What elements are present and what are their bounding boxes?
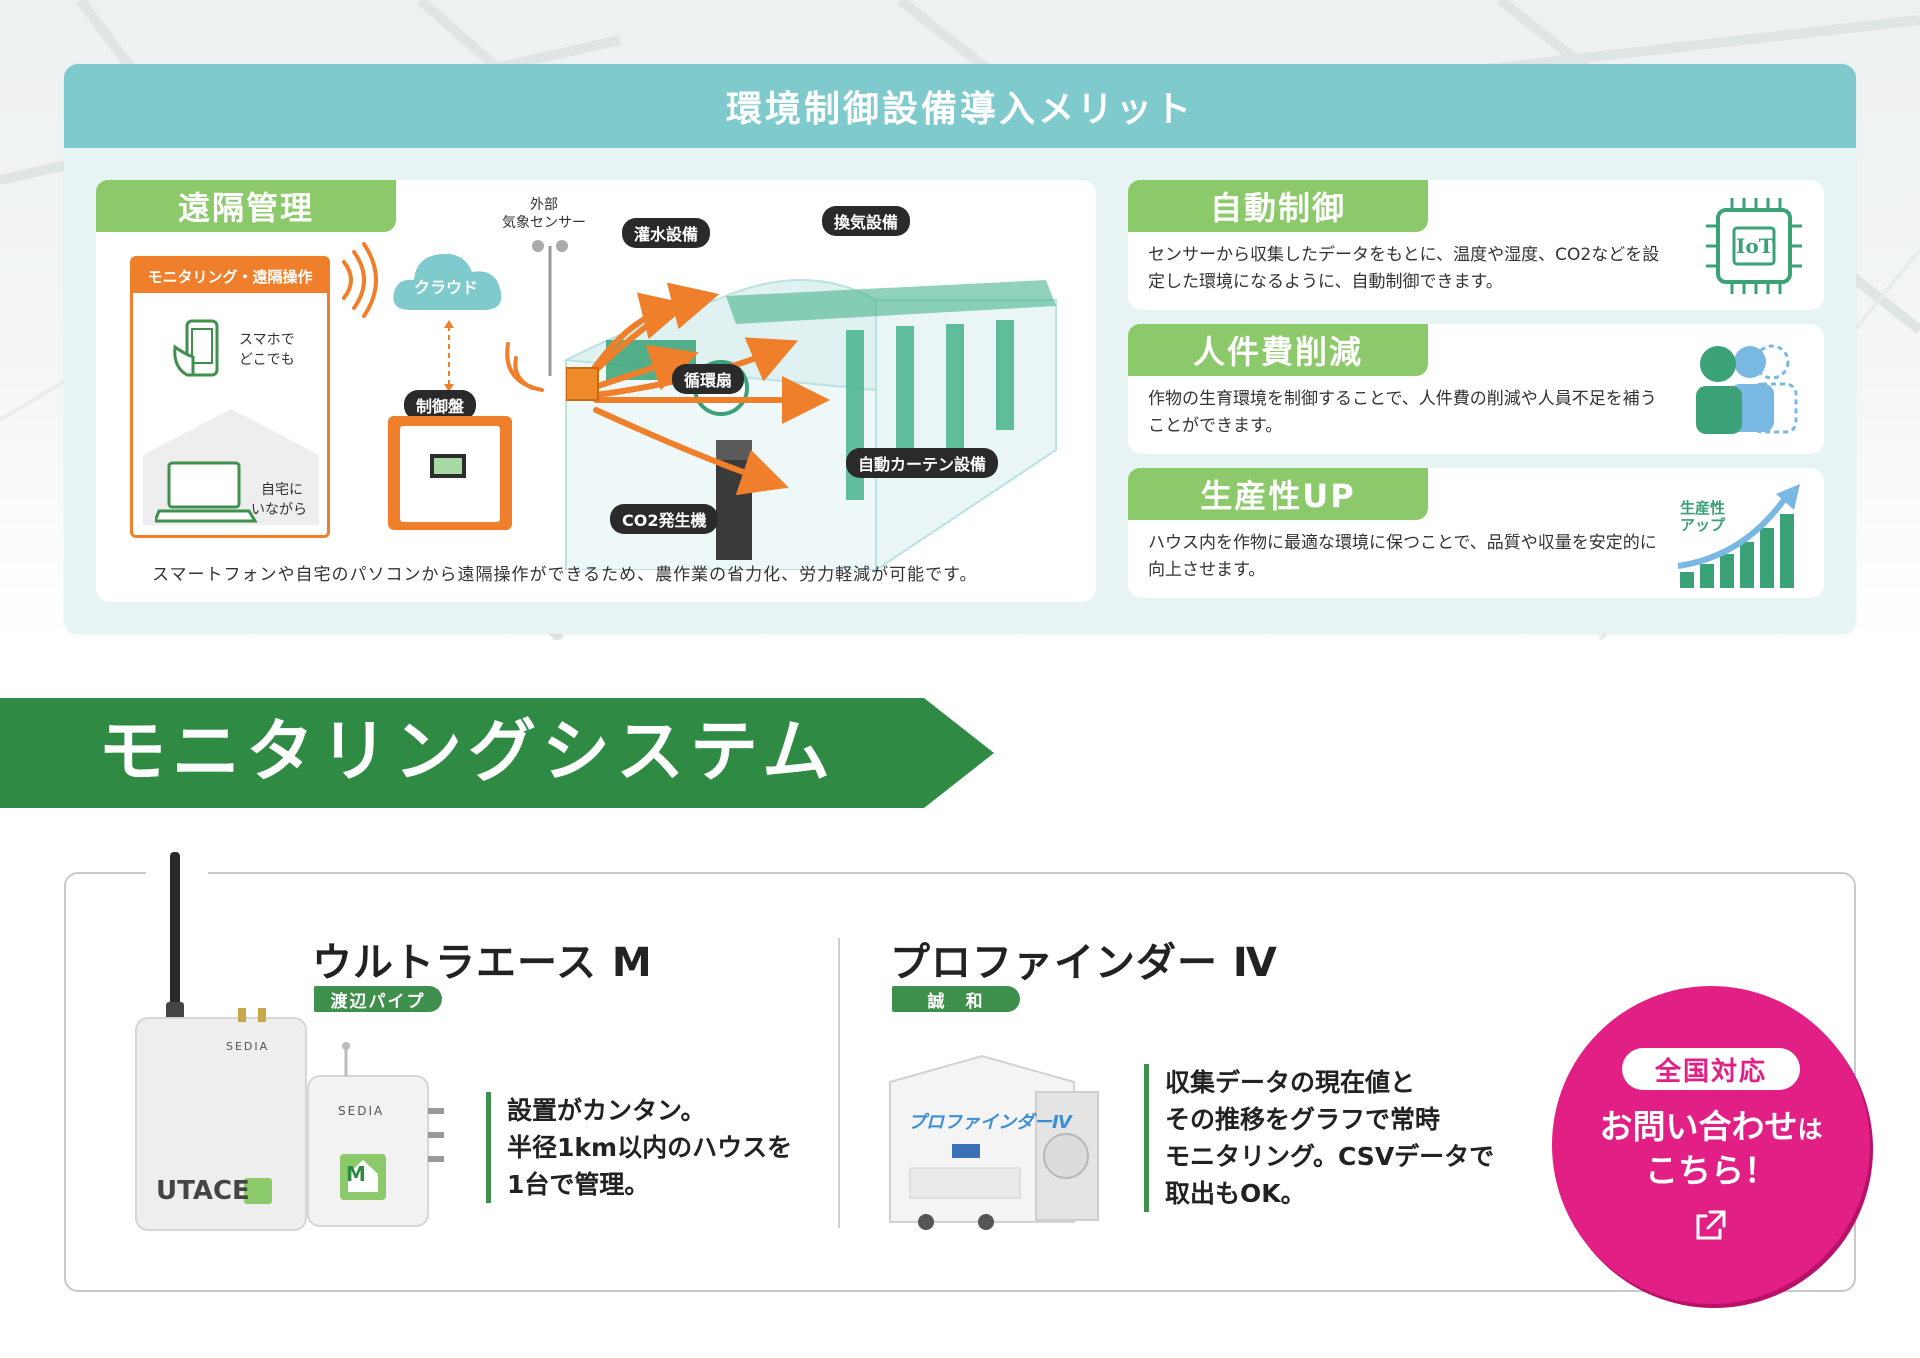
- product2-description: 収集データの現在値と その推移をグラフで常時 モニタリング。CSVデータで 取出…: [1144, 1064, 1494, 1212]
- monitoring-banner-title: モニタリングシステム: [98, 713, 836, 792]
- product2-desc-line3: モニタリング。CSVデータで: [1165, 1142, 1495, 1171]
- product1-desc-line3: 1台で管理。: [507, 1170, 650, 1199]
- control-arrows: [566, 282, 830, 496]
- productivity-icon-line2: アップ: [1680, 516, 1726, 534]
- home-line1: 自宅に: [261, 482, 303, 498]
- auto-control-title: 自動制御: [1128, 180, 1428, 232]
- product1-desc-line1: 設置がカンタン。: [507, 1096, 706, 1125]
- co2-generator-label: CO2発生機: [610, 504, 719, 534]
- product1-name: ウルトラエース M: [312, 940, 653, 986]
- merit-title: 環境制御設備導入メリット: [64, 64, 1856, 148]
- external-sensor-line1: 外部: [530, 197, 558, 213]
- contact-button[interactable]: 全国対応 お問い合わせは こちら！: [1552, 986, 1870, 1304]
- irrigation-label: 灌水設備: [622, 218, 711, 248]
- labor-cost-title: 人件費削減: [1128, 324, 1428, 376]
- panel-signal-icon: [505, 342, 544, 392]
- wireless-signal-icon: [342, 242, 378, 318]
- iot-chip-icon: IoT: [1706, 196, 1802, 296]
- monitoring-banner: [0, 698, 994, 808]
- product2-desc-line4: 取出もOK。: [1165, 1179, 1306, 1208]
- remote-management-card: 遠隔管理 モニタリング・遠隔操作 スマホで どこでも: [96, 180, 1096, 602]
- product2-desc-line1: 収集データの現在値と: [1165, 1068, 1416, 1097]
- external-link-icon: [1696, 1210, 1726, 1240]
- ultra-ace-m-device-image: [135, 852, 444, 1231]
- contact-line1-main: お問い合わせ: [1599, 1107, 1798, 1146]
- ultra-ace-sensor-mark: M: [346, 1162, 366, 1186]
- circulation-fan-label: 循環扇: [672, 364, 745, 394]
- contact-line1-small: は: [1797, 1115, 1823, 1144]
- labor-cost-text: 作物の生育環境を制御することで、人件費の削減や人員不足を補うことができます。: [1148, 389, 1657, 436]
- remote-management-title: 遠隔管理: [96, 180, 396, 232]
- smartphone-icon: [173, 319, 219, 377]
- home-line2: いながら: [251, 502, 307, 518]
- productivity-icon-label: 生産性 アップ: [1680, 500, 1725, 534]
- productivity-card: 生産性UP ハウス内を作物に最適な環境に保つことで、品質や収量を安定的に向上させ…: [1128, 468, 1824, 598]
- product2-name: プロファインダー Ⅳ: [890, 940, 1278, 986]
- product2-maker: 誠 和: [892, 986, 1020, 1012]
- ultra-ace-brand-sensor: SEDIA: [338, 1104, 385, 1118]
- laptop-icon: [155, 461, 258, 523]
- auto-control-text: センサーから収集したデータをもとに、温度や湿度、CO2などを設定した環境になるよ…: [1148, 245, 1660, 292]
- contact-line2: こちら！: [1645, 1151, 1777, 1190]
- monitoring-remote-box: モニタリング・遠隔操作 スマホで どこでも 自宅に いながら: [130, 256, 330, 538]
- product-divider: [838, 938, 840, 1228]
- control-panel-device: [388, 416, 512, 530]
- monitoring-remote-title: モニタリング・遠隔操作: [133, 259, 327, 293]
- product2-desc-line2: その推移をグラフで常時: [1165, 1105, 1441, 1134]
- product1-maker: 渡辺パイプ: [314, 986, 442, 1012]
- smartphone-line1: スマホで: [239, 332, 295, 348]
- contact-line1: お問い合わせは: [1552, 1100, 1870, 1148]
- ultra-ace-logo: UTACE: [156, 1176, 250, 1206]
- remote-management-caption: スマートフォンや自宅のパソコンから遠隔操作ができるため、農作業の省力化、労力軽減…: [152, 565, 978, 585]
- weather-sensor-icon: [532, 240, 568, 376]
- merit-panel: 環境制御設備導入メリット 遠隔管理 モニタリング・遠隔操作 スマホで どこでも: [64, 64, 1856, 634]
- ventilation-label: 換気設備: [822, 206, 911, 236]
- productivity-icon-line1: 生産性: [1680, 499, 1726, 517]
- profinder-device-image: [889, 1054, 1099, 1230]
- profinder-device-label: プロファインダーⅣ: [908, 1112, 1072, 1133]
- productivity-title: 生産性UP: [1128, 468, 1428, 520]
- nationwide-badge: 全国対応: [1622, 1048, 1800, 1090]
- product1-desc-line2: 半径1km以内のハウスを: [507, 1133, 793, 1162]
- people-icon: [1696, 344, 1798, 434]
- external-sensor-label: 外部 気象センサー: [502, 196, 586, 232]
- cloud-icon: [393, 253, 502, 310]
- external-sensor-line2: 気象センサー: [502, 215, 586, 231]
- smartphone-line2: どこでも: [239, 352, 295, 368]
- product1-description: 設置がカンタン。 半径1km以内のハウスを 1台で管理。: [486, 1092, 792, 1203]
- productivity-text: ハウス内を作物に最適な環境に保つことで、品質や収量を安定的に向上させます。: [1148, 533, 1657, 580]
- cloud-link-arrow: [444, 320, 454, 392]
- cloud-label: クラウド: [414, 278, 479, 297]
- iot-chip-label: IoT: [1736, 234, 1774, 258]
- labor-cost-card: 人件費削減 作物の生育環境を制御することで、人件費の削減や人員不足を補うことがで…: [1128, 324, 1824, 454]
- ultra-ace-brand-main: SEDIA: [226, 1040, 270, 1053]
- auto-control-card: 自動制御 センサーから収集したデータをもとに、温度や湿度、CO2などを設定した環…: [1128, 180, 1824, 310]
- auto-curtain-label: 自動カーテン設備: [846, 448, 999, 478]
- control-panel-label: 制御盤: [404, 390, 477, 420]
- productivity-chart-icon: 生産性 アップ: [1676, 480, 1802, 590]
